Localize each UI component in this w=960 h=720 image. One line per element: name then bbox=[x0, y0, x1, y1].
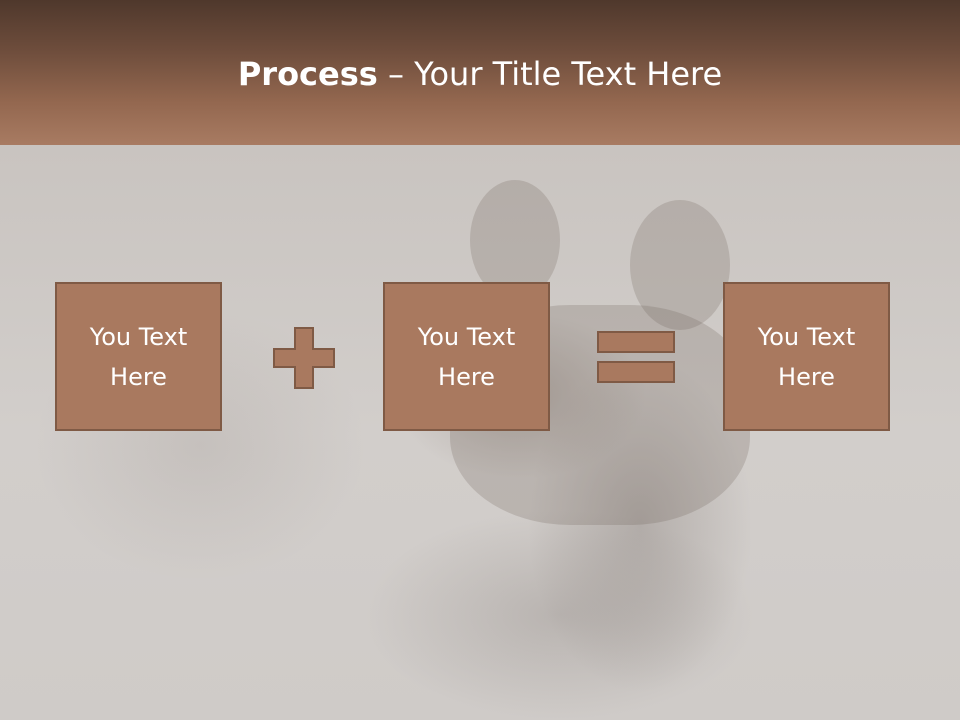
process-box-1-label: You Text Here bbox=[89, 322, 188, 391]
process-box-2-label: You Text Here bbox=[417, 322, 516, 391]
process-box-3[interactable]: You Text Here bbox=[723, 282, 890, 431]
equals-icon bbox=[597, 331, 675, 383]
slide-title-rest: – Your Title Text Here bbox=[377, 55, 723, 93]
slide-title-bold: Process bbox=[237, 55, 378, 93]
process-box-2[interactable]: You Text Here bbox=[383, 282, 550, 431]
process-box-1[interactable]: You Text Here bbox=[55, 282, 222, 431]
slide-title: Process – Your Title Text Here bbox=[0, 52, 960, 96]
background-photo bbox=[0, 145, 960, 720]
process-box-3-label: You Text Here bbox=[757, 322, 856, 391]
title-banner: Process – Your Title Text Here bbox=[0, 0, 960, 145]
plus-icon bbox=[273, 327, 335, 389]
